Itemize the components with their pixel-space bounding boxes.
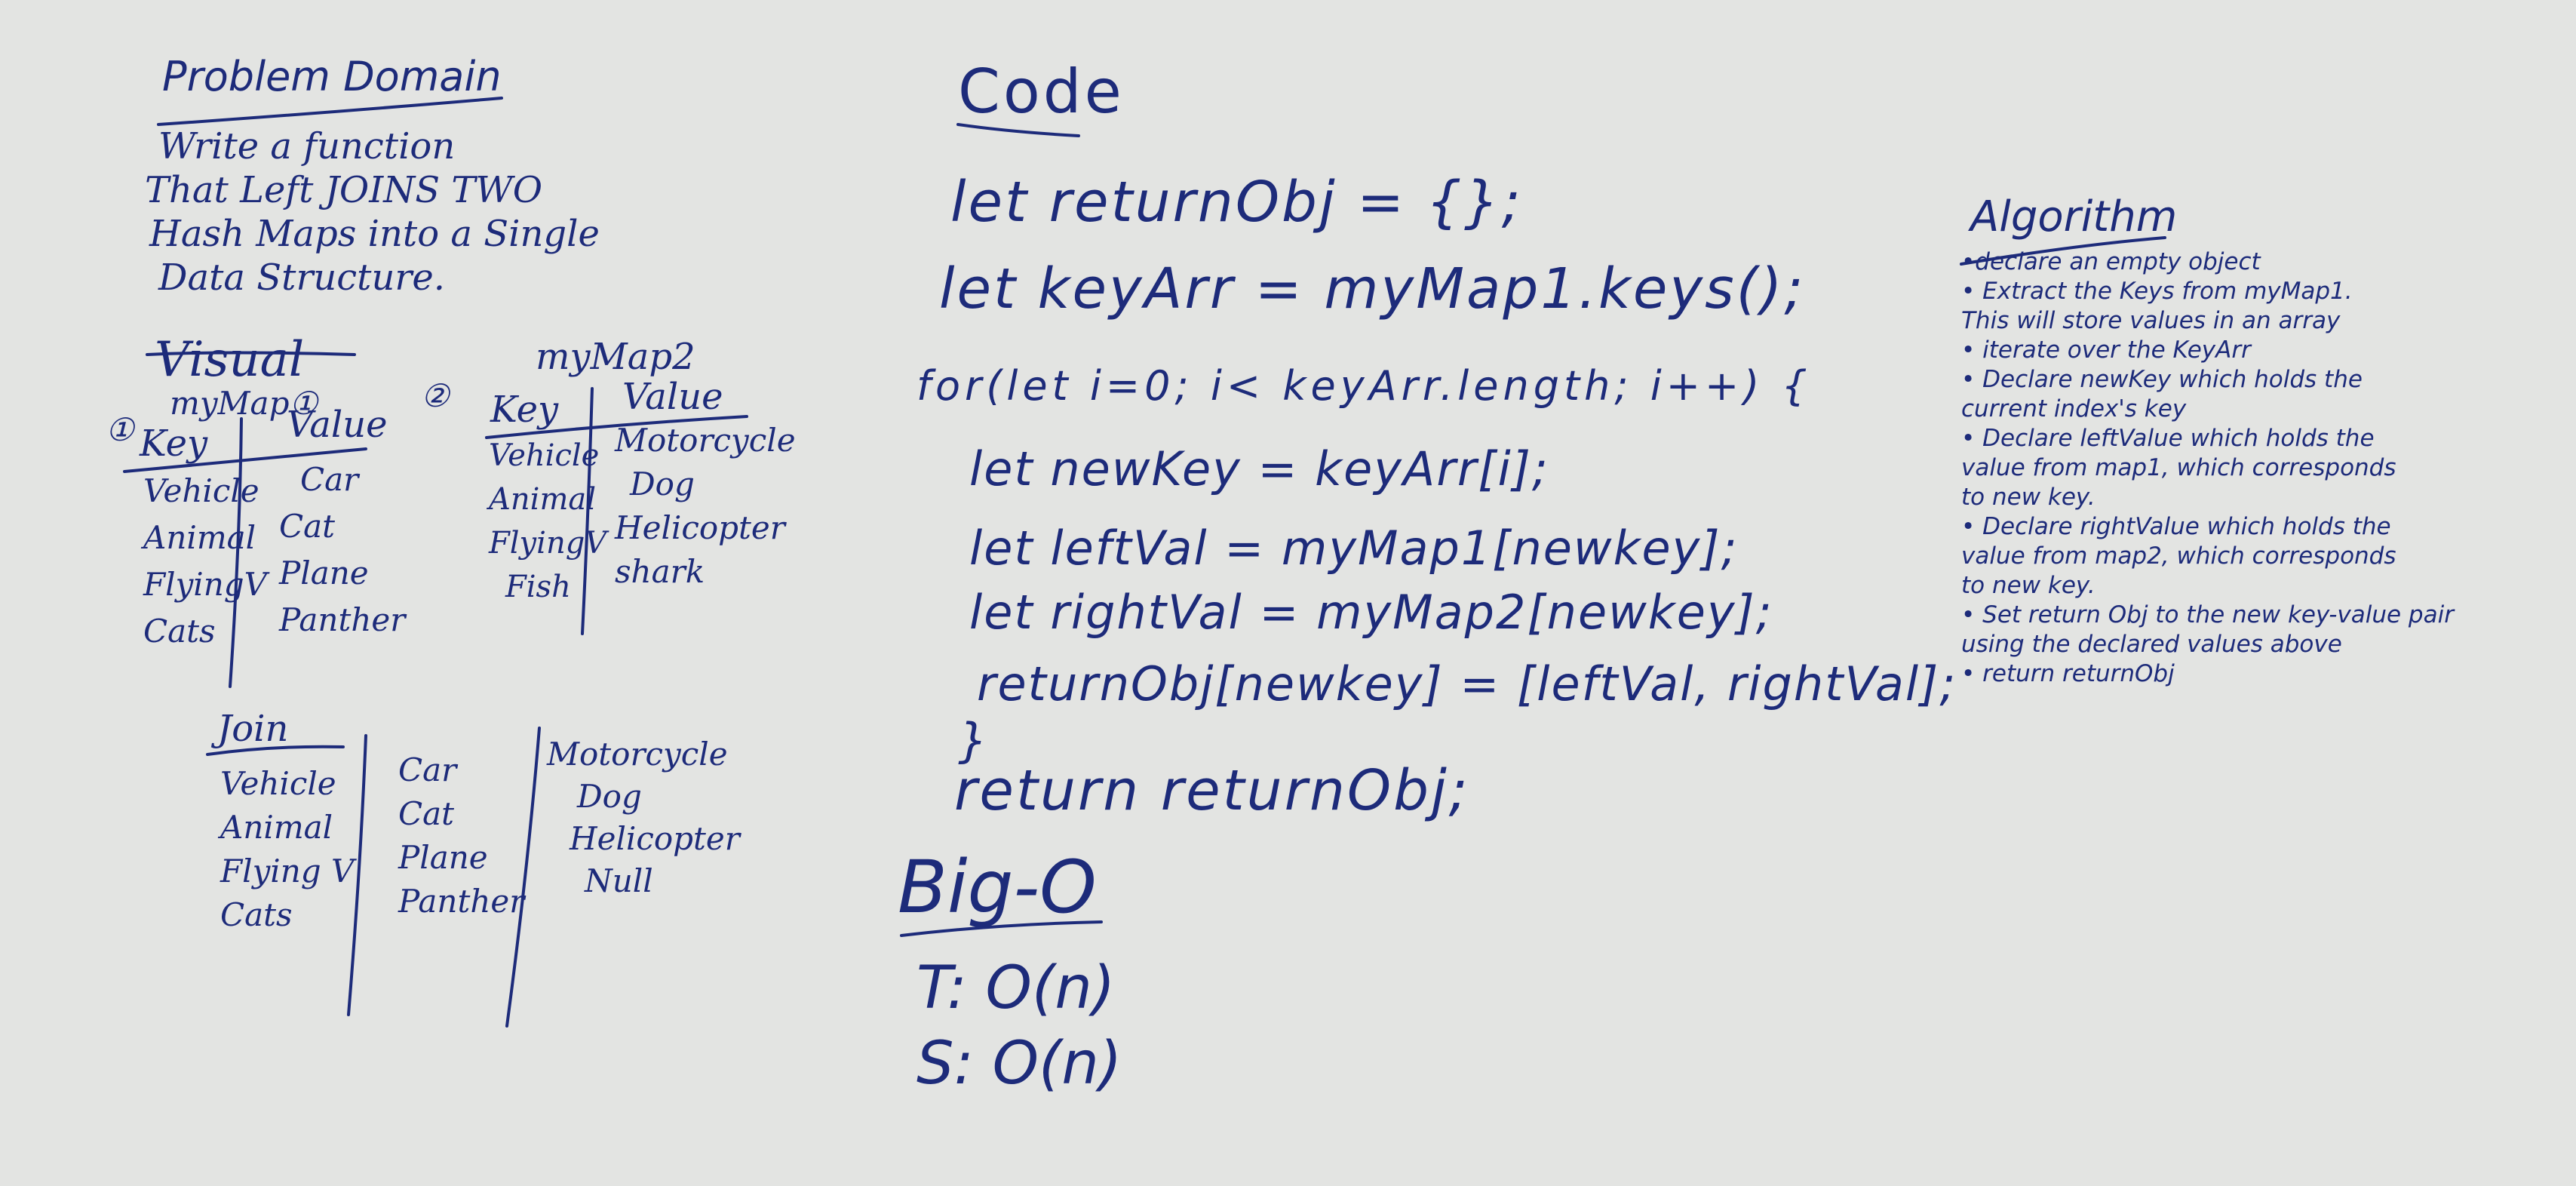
algorithm-step: value from map1, which corresponds: [1961, 454, 2396, 481]
code-line: let keyArr = myMap1.keys();: [939, 257, 1806, 321]
map1-key-header: Key: [140, 422, 208, 465]
algorithm-step: • Extract the Keys from myMap1.: [1961, 278, 2353, 305]
map1-value: Plane: [279, 555, 369, 591]
join-left-value: Panther: [398, 883, 525, 920]
map1-keys: Vehicle Animal FlyingV Cats: [143, 468, 267, 655]
map2-key-header: Key: [490, 389, 559, 431]
code-title: Code: [958, 57, 1125, 127]
map1-value: Panther: [279, 601, 406, 638]
code-line: let leftVal = myMap1[newkey];: [969, 521, 1739, 576]
join-key: Flying V: [220, 853, 355, 890]
algorithm-step: •declare an empty object: [1961, 248, 2261, 275]
algorithm-step: • iterate over the KeyArr: [1961, 336, 2251, 364]
problem-domain-line: Hash Maps into a Single: [149, 213, 600, 255]
algorithm-steps: •declare an empty object • Extract the K…: [1961, 247, 2454, 689]
code-line: for(let i=0; i< keyArr.length; i++) {: [916, 362, 1812, 410]
join-left-value: Plane: [398, 839, 488, 876]
visual-title: Visual: [155, 332, 305, 388]
map2-number: ②: [421, 377, 450, 414]
join-right-value: Null: [585, 862, 653, 899]
map1-value: Car: [300, 461, 359, 498]
map2-value: Dog: [630, 465, 695, 502]
algorithm-step: current index's key: [1961, 395, 2187, 422]
map1-value-header: Value: [287, 404, 388, 446]
big-o-title: Big-O: [898, 845, 1097, 929]
map1-key: Animal: [143, 519, 256, 556]
algorithm-step: • Declare leftValue which holds the: [1961, 425, 2375, 452]
code-line: let newKey = keyArr[i];: [969, 441, 1549, 496]
code-line: return returnObj;: [954, 758, 1470, 823]
join-key: Vehicle: [220, 765, 336, 802]
algorithm-step: • Set return Obj to the new key-value pa…: [1961, 601, 2454, 628]
problem-domain-line: That Left JOINS TWO: [145, 169, 543, 211]
map1-key: FlyingV: [143, 566, 268, 603]
map1-value: Cat: [279, 508, 336, 545]
map2-key: Vehicle: [489, 438, 600, 473]
algorithm-step: to new key.: [1961, 572, 2095, 599]
map1-number: ①: [106, 411, 134, 448]
map2-value: shark: [615, 553, 705, 590]
algorithm-step: value from map2, which corresponds: [1961, 542, 2396, 570]
join-right-value: Dog: [577, 778, 642, 815]
map1-values: Car Cat Plane Panther: [279, 456, 405, 644]
algorithm-step: to new key.: [1961, 484, 2095, 511]
map2-key: Fish: [505, 570, 571, 604]
map2-title: myMap2: [536, 336, 695, 378]
join-keys: Vehicle Animal Flying V Cats: [220, 762, 354, 937]
problem-domain-line: Write a function: [158, 125, 456, 167]
map1-key: Cats: [143, 613, 216, 650]
map2-key: Animal: [489, 482, 597, 517]
join-left-value: Car: [398, 751, 457, 788]
algorithm-step: • return returnObj: [1961, 660, 2175, 687]
map2-value: Helicopter: [615, 509, 785, 546]
map2-values: Motorcycle Dog Helicopter shark: [615, 419, 796, 594]
join-right-value: Motorcycle: [547, 736, 728, 773]
map2-key: FlyingV: [489, 526, 607, 561]
algorithm-step: • Declare rightValue which holds the: [1961, 513, 2391, 540]
code-line: let rightVal = myMap2[newkey];: [969, 585, 1773, 640]
code-line: let returnObj = {};: [950, 170, 1523, 235]
map2-value: Motorcycle: [615, 422, 796, 459]
join-key: Cats: [220, 896, 293, 933]
map1-title: myMap①: [170, 385, 318, 422]
join-right-value: Helicopter: [570, 820, 740, 857]
problem-domain-text: Write a function That Left JOINS TWO Has…: [145, 124, 600, 300]
code-line: }: [958, 713, 990, 768]
algorithm-title: Algorithm: [1970, 192, 2178, 241]
big-o-time: T: O(n): [916, 954, 1116, 1022]
algorithm-step: • Declare newKey which holds the: [1961, 366, 2363, 393]
join-right-values: Motorcycle Dog Helicopter Null: [547, 733, 740, 902]
join-left-values: Car Cat Plane Panther: [398, 748, 524, 923]
problem-domain-title: Problem Domain: [162, 53, 502, 100]
join-title: Join: [217, 708, 289, 750]
map2-value-header: Value: [622, 376, 723, 418]
map2-keys: Vehicle Animal FlyingV Fish: [489, 434, 606, 609]
big-o-space: S: O(n): [916, 1030, 1122, 1098]
code-line: returnObj[newkey] = [leftVal, rightVal];: [977, 656, 1957, 711]
problem-domain-line: Data Structure.: [158, 257, 445, 299]
join-key: Animal: [220, 809, 333, 846]
join-left-value: Cat: [398, 795, 455, 832]
algorithm-step: This will store values in an array: [1961, 307, 2341, 334]
map1-key: Vehicle: [143, 472, 259, 509]
algorithm-step: using the declared values above: [1961, 631, 2342, 658]
